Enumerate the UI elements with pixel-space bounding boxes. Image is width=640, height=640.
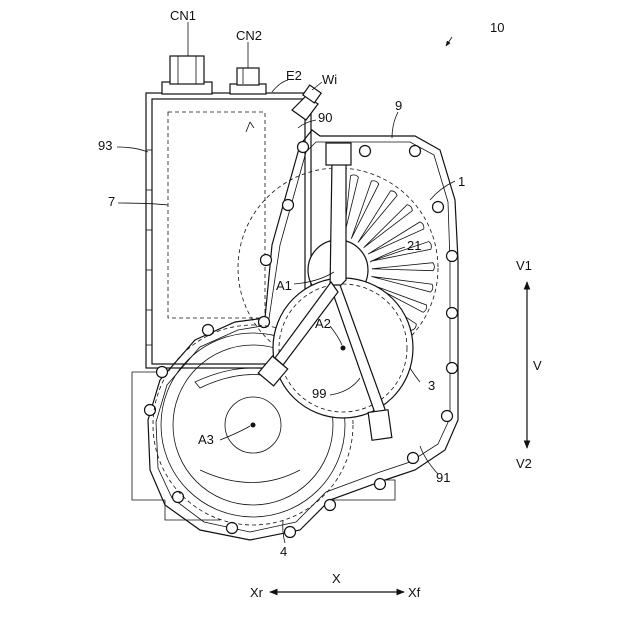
bolt-hole: [285, 527, 296, 538]
bolt-hole: [375, 479, 386, 490]
label-v1: V1: [516, 258, 532, 273]
bolt-hole: [227, 523, 238, 534]
label-figure-number: 10: [490, 20, 504, 35]
label-3: 3: [428, 378, 435, 393]
bolt-hole: [283, 200, 294, 211]
label-v: V: [533, 358, 542, 373]
rotor-fin: [358, 191, 397, 243]
rotor-fin: [371, 242, 432, 262]
label-a3: A3: [198, 432, 214, 447]
label-e2: E2: [286, 68, 302, 83]
label-9: 9: [395, 98, 402, 113]
connector-wi: [292, 85, 321, 120]
label-xr: Xr: [250, 585, 264, 600]
rotor-fin: [372, 263, 434, 271]
bolt-hole: [410, 146, 421, 157]
bolt-hole: [298, 142, 309, 153]
bolt-hole: [447, 308, 458, 319]
connector-cn1: [162, 56, 212, 94]
label-x: X: [332, 571, 341, 586]
bolt-hole: [173, 492, 184, 503]
bolt-hole: [325, 500, 336, 511]
label-1: 1: [458, 174, 465, 189]
label-a2: A2: [315, 316, 331, 331]
bolt-hole: [447, 251, 458, 262]
label-wi: Wi: [322, 72, 337, 87]
label-4: 4: [280, 544, 287, 559]
bolt-hole: [360, 146, 371, 157]
vertical-direction-indicator: V1 V V2: [516, 258, 542, 471]
label-7: 7: [108, 194, 115, 209]
bolt-hole: [433, 202, 444, 213]
bolt-hole: [408, 453, 419, 464]
label-cn1: CN1: [170, 8, 196, 23]
label-v2: V2: [516, 456, 532, 471]
label-99: 99: [312, 386, 326, 401]
label-93: 93: [98, 138, 112, 153]
horizontal-direction-indicator: Xr X Xf: [250, 571, 421, 600]
label-a1: A1: [276, 278, 292, 293]
bolt-hole: [447, 363, 458, 374]
label-91: 91: [436, 470, 450, 485]
label-cn2: CN2: [236, 28, 262, 43]
label-21: 21: [407, 238, 421, 253]
bolt-hole: [442, 411, 453, 422]
connector-cn2: [230, 68, 266, 94]
label-xf: Xf: [408, 585, 421, 600]
label-90: 90: [318, 110, 332, 125]
bolt-hole: [261, 255, 272, 266]
